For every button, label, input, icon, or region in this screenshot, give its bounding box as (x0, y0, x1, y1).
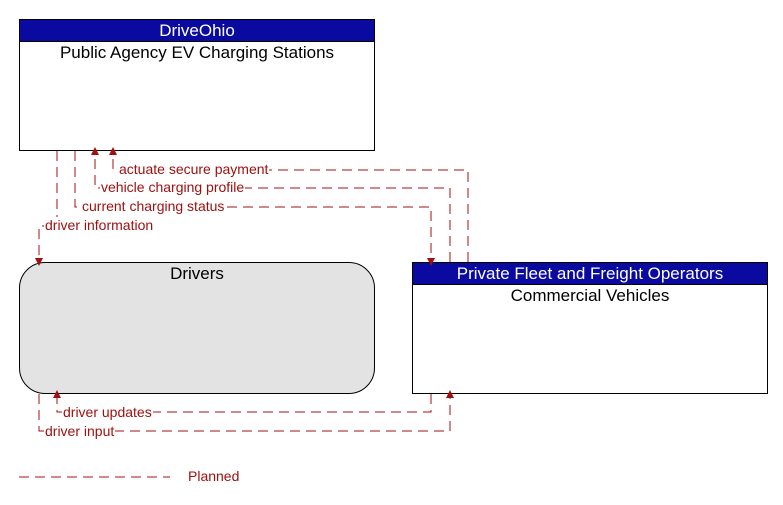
flow-label-current-charging-status: current charging status (81, 198, 226, 214)
drivers-title: Drivers (170, 264, 224, 283)
fleet-header: Private Fleet and Freight Operators (413, 263, 767, 285)
flow-line-driver-information (35, 151, 58, 266)
flow-line-actuate-secure-payment (109, 147, 469, 262)
public-agency-ev-charging-stations-box[interactable]: DriveOhio Public Agency EV Charging Stat… (19, 19, 375, 151)
flow-line-driver-input (38, 390, 454, 432)
commercial-vehicles-box[interactable]: Private Fleet and Freight Operators Comm… (412, 262, 768, 394)
fleet-title: Commercial Vehicles (510, 286, 670, 305)
flow-label-driver-updates: driver updates (62, 404, 153, 420)
flow-label-actuate-secure-payment: actuate secure payment (118, 161, 270, 177)
public-agency-header: DriveOhio (20, 20, 374, 42)
flow-line-current-charging-status (74, 151, 435, 266)
flow-label-vehicle-charging-profile: vehicle charging profile (100, 179, 246, 195)
public-agency-title: Public Agency EV Charging Stations (59, 43, 335, 62)
flow-line-vehicle-charging-profile (91, 147, 451, 262)
legend-planned-label: Planned (188, 468, 240, 484)
flow-line-driver-updates (53, 390, 432, 413)
flow-label-driver-information: driver information (44, 217, 155, 233)
flow-label-driver-input: driver input (44, 423, 116, 439)
drivers-box[interactable]: Drivers (19, 262, 375, 394)
